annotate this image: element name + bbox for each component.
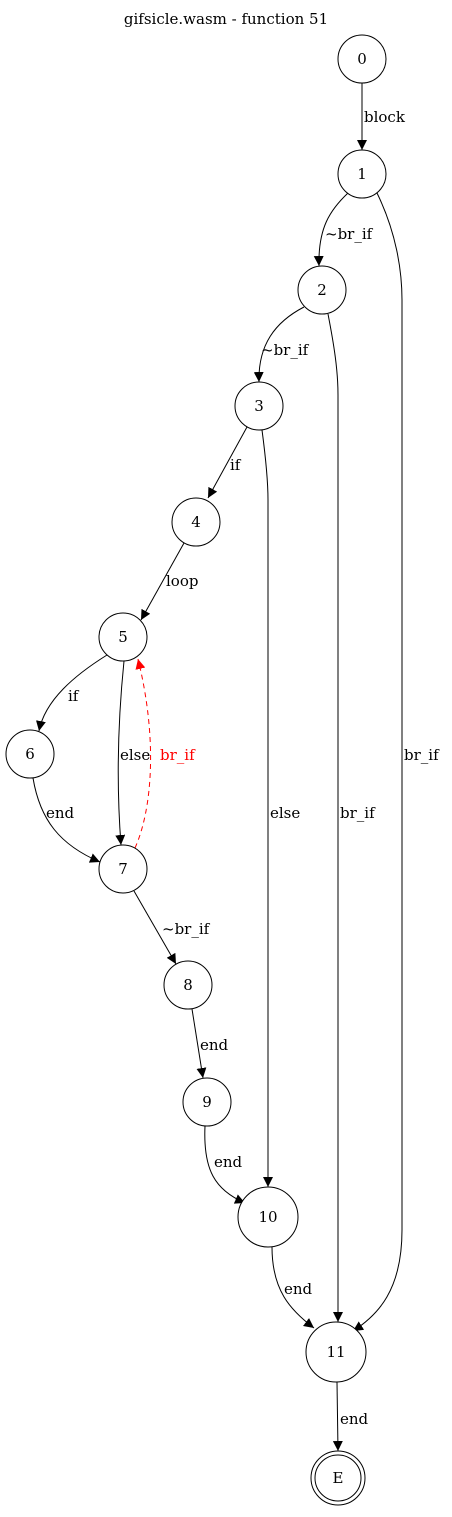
nodes: 0 1 2 3 4 5 6 7 8 9 10 11E xyxy=(5,34,387,1506)
edge-label: else xyxy=(270,804,300,822)
graph-title: gifsicle.wasm - function 51 xyxy=(124,10,328,28)
edge-5-6: if xyxy=(35,654,108,732)
edge-line xyxy=(32,777,101,863)
edge-2-3: ~br_if xyxy=(253,306,310,383)
node-2: 2 xyxy=(297,265,347,315)
edge-line xyxy=(207,426,248,499)
edge-line xyxy=(133,890,177,965)
node-label: 4 xyxy=(191,513,201,531)
node-3: 3 xyxy=(234,381,284,431)
edge-line xyxy=(332,1381,343,1452)
node-label: 1 xyxy=(357,165,367,183)
node-7: 7 xyxy=(98,844,148,894)
edge-label: ~br_if xyxy=(325,225,374,243)
edge-label: if xyxy=(230,456,242,474)
node-10: 10 xyxy=(237,1186,299,1248)
node-label: E xyxy=(333,1469,344,1487)
edge-label: end xyxy=(214,1153,243,1171)
edge-label: br_if xyxy=(160,746,196,764)
node-circle xyxy=(171,497,221,547)
edge-4-5: loop xyxy=(140,542,198,621)
edge-label: if xyxy=(68,687,80,705)
node-label: 7 xyxy=(118,860,128,878)
edge-line xyxy=(204,1125,246,1204)
node-label: 10 xyxy=(258,1208,277,1226)
node-label: 6 xyxy=(25,745,35,763)
edge-7-8: ~br_if xyxy=(133,890,211,965)
edge-label: br_if xyxy=(340,804,376,822)
node-label: 5 xyxy=(118,628,128,646)
edge-10-11: end xyxy=(271,1246,315,1329)
node-circle xyxy=(163,960,213,1010)
edge-0-1: block xyxy=(357,83,406,150)
edge-label: end xyxy=(284,1280,313,1298)
edge-label: end xyxy=(46,804,75,822)
node-label: 0 xyxy=(357,50,367,68)
edge-label: loop xyxy=(166,572,198,590)
edge-line xyxy=(134,658,152,849)
edge-line xyxy=(313,192,349,267)
edge-line xyxy=(327,313,343,1322)
edge-2-11: br_if xyxy=(327,313,376,1322)
edge-7-5: br_if xyxy=(134,658,196,849)
node-circle xyxy=(305,1321,367,1383)
node-1: 1 xyxy=(337,149,387,199)
edge-line xyxy=(35,654,108,732)
node-0: 0 xyxy=(337,34,387,84)
edges: block ~br_if br_if ~br_if br_if if else loop if e… xyxy=(32,83,440,1452)
edge-label: end xyxy=(340,1410,369,1428)
node-6: 6 xyxy=(5,729,55,779)
edge-label: else xyxy=(120,746,150,764)
edge-line xyxy=(191,1008,207,1079)
node-inner-circle xyxy=(314,1454,362,1502)
node-4: 4 xyxy=(171,497,221,547)
edge-line xyxy=(140,542,185,621)
edge-3-4: if xyxy=(207,426,248,499)
node-circle xyxy=(234,381,284,431)
node-circle xyxy=(98,612,148,662)
node-11: 11 xyxy=(305,1321,367,1383)
edge-line xyxy=(271,1246,315,1329)
node-circle xyxy=(337,34,387,84)
edge-line xyxy=(261,429,273,1187)
node-9: 9 xyxy=(182,1077,232,1127)
edge-8-9: end xyxy=(191,1008,229,1079)
edge-9-10: end xyxy=(204,1125,246,1204)
edge-label: ~br_if xyxy=(261,341,310,359)
edge-label: block xyxy=(364,108,406,126)
node-E: E xyxy=(310,1450,366,1506)
node-5: 5 xyxy=(98,612,148,662)
edge-1-11: br_if xyxy=(352,192,440,1332)
edge-6-7: end xyxy=(32,777,101,863)
node-label: 3 xyxy=(254,397,264,415)
node-circle xyxy=(297,265,347,315)
node-label: 11 xyxy=(326,1343,345,1361)
node-circle xyxy=(237,1186,299,1248)
edge-line xyxy=(115,660,126,846)
node-8: 8 xyxy=(163,960,213,1010)
node-label: 9 xyxy=(202,1093,212,1111)
edge-5-7: else xyxy=(115,660,150,846)
edge-label: br_if xyxy=(404,746,440,764)
node-label: 8 xyxy=(183,976,193,994)
node-circle xyxy=(98,844,148,894)
node-circle xyxy=(5,729,55,779)
edge-3-10: else xyxy=(261,429,300,1187)
edge-line xyxy=(352,192,403,1332)
edge-line xyxy=(253,306,305,383)
edge-label: ~br_if xyxy=(162,920,211,938)
node-label: 2 xyxy=(317,281,327,299)
node-circle xyxy=(337,149,387,199)
node-circle xyxy=(182,1077,232,1127)
edge-label: end xyxy=(200,1036,229,1054)
edge-11-E: end xyxy=(332,1381,369,1452)
edge-1-2: ~br_if xyxy=(313,192,374,267)
